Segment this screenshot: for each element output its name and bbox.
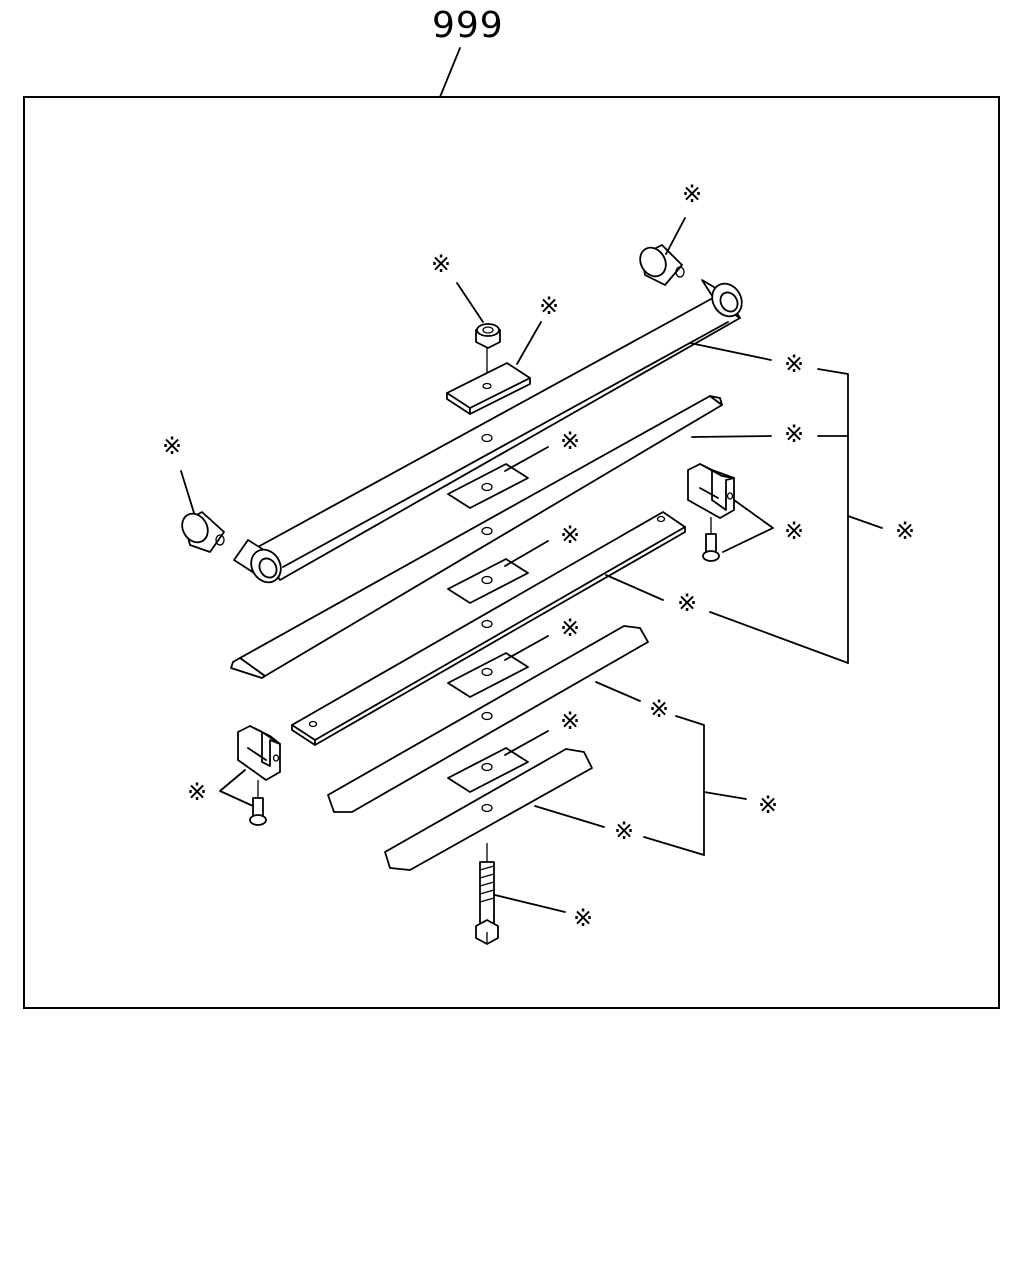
callout-symbol-14: ※ [560,707,580,735]
diagram-frame [23,96,1000,1009]
top-plate [446,362,531,415]
assembly-leader-line [439,47,461,98]
callout-symbol-7: ※ [560,427,580,455]
callout-symbol-16: ※ [187,778,207,806]
callout-symbol-6: ※ [784,420,804,448]
assembly-reference-number: 999 [432,5,504,46]
main-leaf-left-eye [233,539,282,584]
clip-bolt-left [249,780,267,826]
callout-symbol-8: ※ [784,517,804,545]
callout-symbol-18: ※ [573,904,593,932]
clip-bolt-right [702,517,720,562]
leaf-2-pad [447,463,529,509]
callout-symbol-17: ※ [614,817,634,845]
bushing-left [181,511,225,553]
center-bolt [475,843,499,945]
leaf-2 [230,395,723,679]
callout-symbols: ※ ※ ※ ※ ※ ※ ※ ※ ※ ※ ※ ※ ※ ※ ※ ※ ※ ※ [162,180,915,932]
leaf-3 [291,511,686,746]
callout-symbol-3: ※ [539,292,559,320]
callout-symbol-10: ※ [560,521,580,549]
callout-symbol-13: ※ [649,695,669,723]
callout-symbol-5: ※ [784,350,804,378]
callout-symbol-11: ※ [677,589,697,617]
main-leaf-right-eye [701,279,743,319]
main-leaf [233,279,743,584]
center-nut [475,323,501,349]
rebound-clip-right [687,463,735,519]
callout-symbol-9: ※ [895,517,915,545]
callout-symbol-2: ※ [431,250,451,278]
rebound-clip-left [237,725,281,781]
leader-lines [180,217,883,913]
leaf-3-pad [447,558,529,604]
callout-symbol-1: ※ [682,180,702,208]
callout-symbol-4: ※ [162,432,182,460]
bushing-right [639,244,685,286]
leaf-5 [384,711,593,871]
main-leaf-center-hole [481,433,493,443]
callout-symbol-15: ※ [758,791,778,819]
callout-symbol-12: ※ [560,614,580,642]
